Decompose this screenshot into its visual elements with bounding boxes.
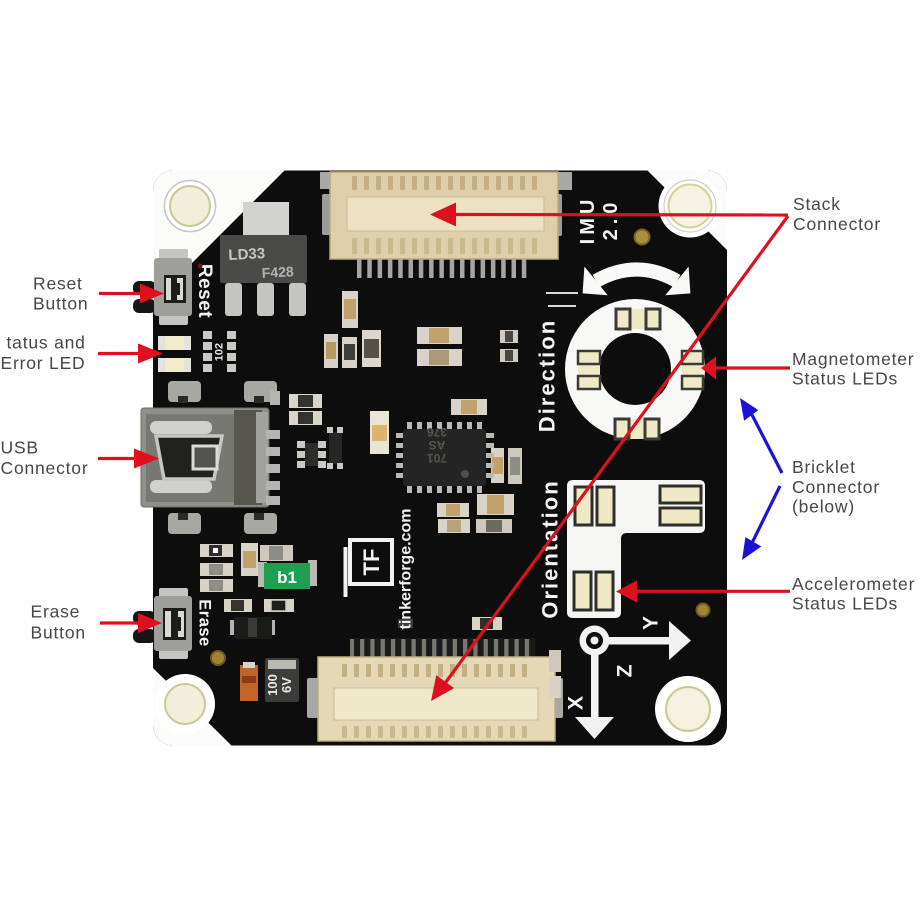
svg-text:tinkerforge.com: tinkerforge.com [398, 509, 415, 630]
svg-text:Reset: Reset [33, 273, 83, 293]
svg-text:Button: Button [31, 622, 86, 642]
svg-text:Y: Y [640, 616, 663, 630]
svg-text:Z: Z [614, 664, 637, 677]
svg-text:Connector: Connector [1, 458, 89, 478]
svg-text:Direction: Direction [535, 319, 560, 432]
svg-text:b1: b1 [277, 568, 297, 587]
svg-text:Bricklet: Bricklet [792, 457, 856, 477]
svg-text:2.0: 2.0 [600, 198, 622, 241]
svg-text:LD33: LD33 [228, 245, 266, 264]
svg-text:X: X [565, 696, 588, 710]
svg-text:701: 701 [427, 451, 447, 465]
svg-text:Connector: Connector [792, 477, 880, 497]
svg-text:Stack: Stack [793, 194, 841, 214]
svg-text:tatus and: tatus and [7, 333, 86, 353]
svg-text:TF: TF [359, 549, 384, 576]
svg-text:100: 100 [265, 674, 280, 696]
svg-text:USB: USB [1, 438, 39, 458]
svg-text:Orientation: Orientation [538, 479, 563, 618]
svg-text:(below): (below) [792, 497, 855, 517]
svg-text:Reset: Reset [194, 264, 215, 318]
svg-text:Accelerometer: Accelerometer [792, 574, 915, 594]
svg-text:Erase: Erase [196, 599, 214, 646]
svg-text:6V: 6V [279, 677, 294, 693]
svg-text:Erase: Erase [31, 602, 81, 622]
svg-text:Status LEDs: Status LEDs [792, 593, 898, 613]
svg-text:Connector: Connector [793, 214, 881, 234]
svg-text:376: 376 [427, 425, 447, 439]
svg-text:Status LEDs: Status LEDs [792, 369, 898, 389]
svg-text:F428: F428 [261, 263, 294, 281]
svg-text:Magnetometer: Magnetometer [792, 349, 914, 369]
svg-text:Error LED: Error LED [1, 353, 86, 373]
svg-text:IMU: IMU [577, 196, 599, 245]
svg-text:102: 102 [214, 343, 226, 361]
svg-text:Button: Button [33, 293, 88, 313]
svg-text:AS: AS [429, 438, 446, 452]
